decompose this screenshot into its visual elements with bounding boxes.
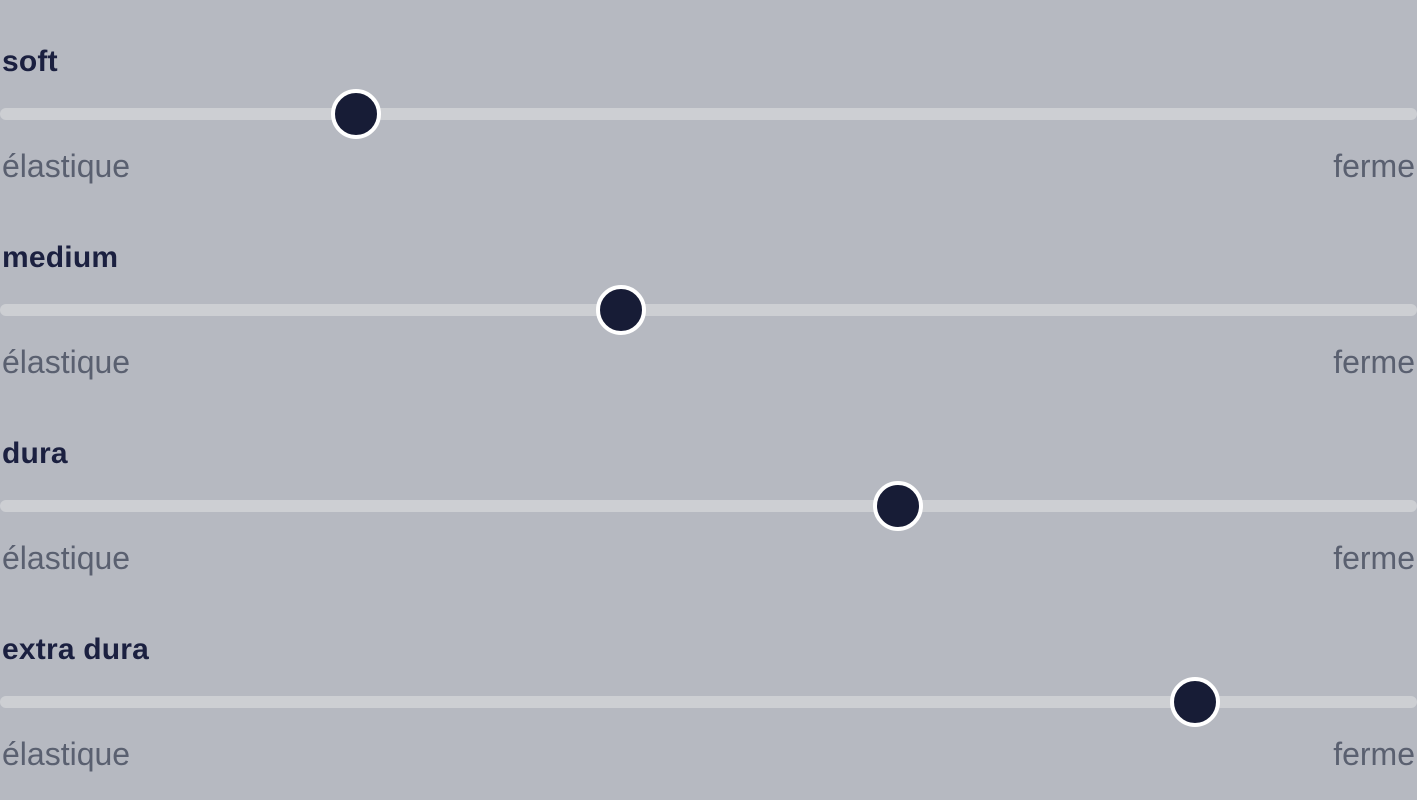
slider-extra-dura (0, 677, 1417, 727)
slider-soft (0, 89, 1417, 139)
slider-label-dura: dura (2, 437, 68, 470)
slider-track[interactable] (0, 108, 1417, 120)
scale-max-label: ferme (1333, 344, 1415, 380)
slider-knob[interactable] (330, 89, 381, 139)
slider-label-extra-dura: extra dura (2, 633, 150, 666)
scale-min-label: élastique (2, 148, 131, 184)
slider-medium (0, 285, 1417, 335)
slider-track[interactable] (0, 304, 1417, 316)
slider-row-dura: dura élastique ferme (0, 436, 1417, 578)
scale-min-label: élastique (2, 540, 131, 576)
slider-label-soft: soft (2, 45, 58, 78)
slider-knob[interactable] (595, 285, 646, 335)
slider-knob[interactable] (873, 481, 924, 531)
slider-track[interactable] (0, 696, 1417, 708)
slider-knob[interactable] (1169, 677, 1220, 727)
scale-row: élastique ferme (0, 734, 1417, 774)
scale-row: élastique ferme (0, 342, 1417, 382)
slider-row-medium: medium élastique ferme (0, 240, 1417, 382)
scale-max-label: ferme (1333, 148, 1415, 184)
scale-row: élastique ferme (0, 538, 1417, 578)
scale-row: élastique ferme (0, 146, 1417, 186)
slider-label-medium: medium (2, 241, 119, 274)
scale-max-label: ferme (1333, 736, 1415, 772)
scale-min-label: élastique (2, 736, 131, 772)
slider-dura (0, 481, 1417, 531)
scale-max-label: ferme (1333, 540, 1415, 576)
slider-row-extra-dura: extra dura élastique ferme (0, 632, 1417, 774)
scale-min-label: élastique (2, 344, 131, 380)
slider-row-soft: soft élastique ferme (0, 44, 1417, 186)
slider-track[interactable] (0, 500, 1417, 512)
